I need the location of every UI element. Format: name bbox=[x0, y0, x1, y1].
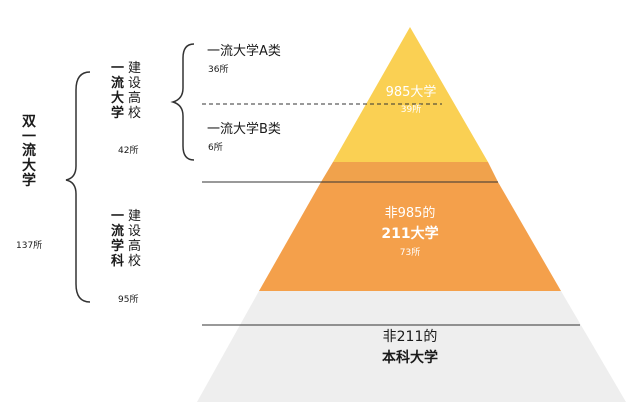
brace-first-class-universities bbox=[170, 43, 195, 161]
first-class-disciplines-title: 一流学科 建设高校 bbox=[111, 209, 142, 269]
tier-211-line1: 非985的 bbox=[384, 206, 436, 221]
first-class-universities-count: 42所 bbox=[118, 146, 139, 156]
tier-211-count: 73所 bbox=[399, 248, 421, 258]
tier-other-line1: 非211的 bbox=[382, 329, 438, 345]
tier-985-title: 985大学 bbox=[385, 85, 437, 100]
class-b-count: 6所 bbox=[208, 143, 223, 153]
class-b-title: 一流大学B类 bbox=[207, 122, 281, 137]
class-a-count: 36所 bbox=[208, 65, 229, 75]
class-a-title: 一流大学A类 bbox=[207, 44, 281, 59]
tier-211-line2: 211大学 bbox=[381, 226, 439, 242]
tier-985-count: 39所 bbox=[400, 105, 422, 115]
pyramid-tier-211 bbox=[259, 182, 561, 291]
pyramid-tier-211-top-band bbox=[321, 162, 498, 182]
pyramid-tier-other bbox=[197, 291, 626, 402]
first-class-universities-title: 一流大学 建设高校 bbox=[111, 61, 142, 121]
pyramid-tier-985 bbox=[333, 27, 488, 162]
first-class-disciplines-count: 95所 bbox=[118, 295, 139, 305]
double-first-class-count: 137所 bbox=[16, 241, 43, 251]
brace-double-first-class bbox=[65, 71, 91, 303]
double-first-class-title: 双一流大学 bbox=[22, 114, 36, 189]
tier-other-line2: 本科大学 bbox=[382, 350, 438, 366]
